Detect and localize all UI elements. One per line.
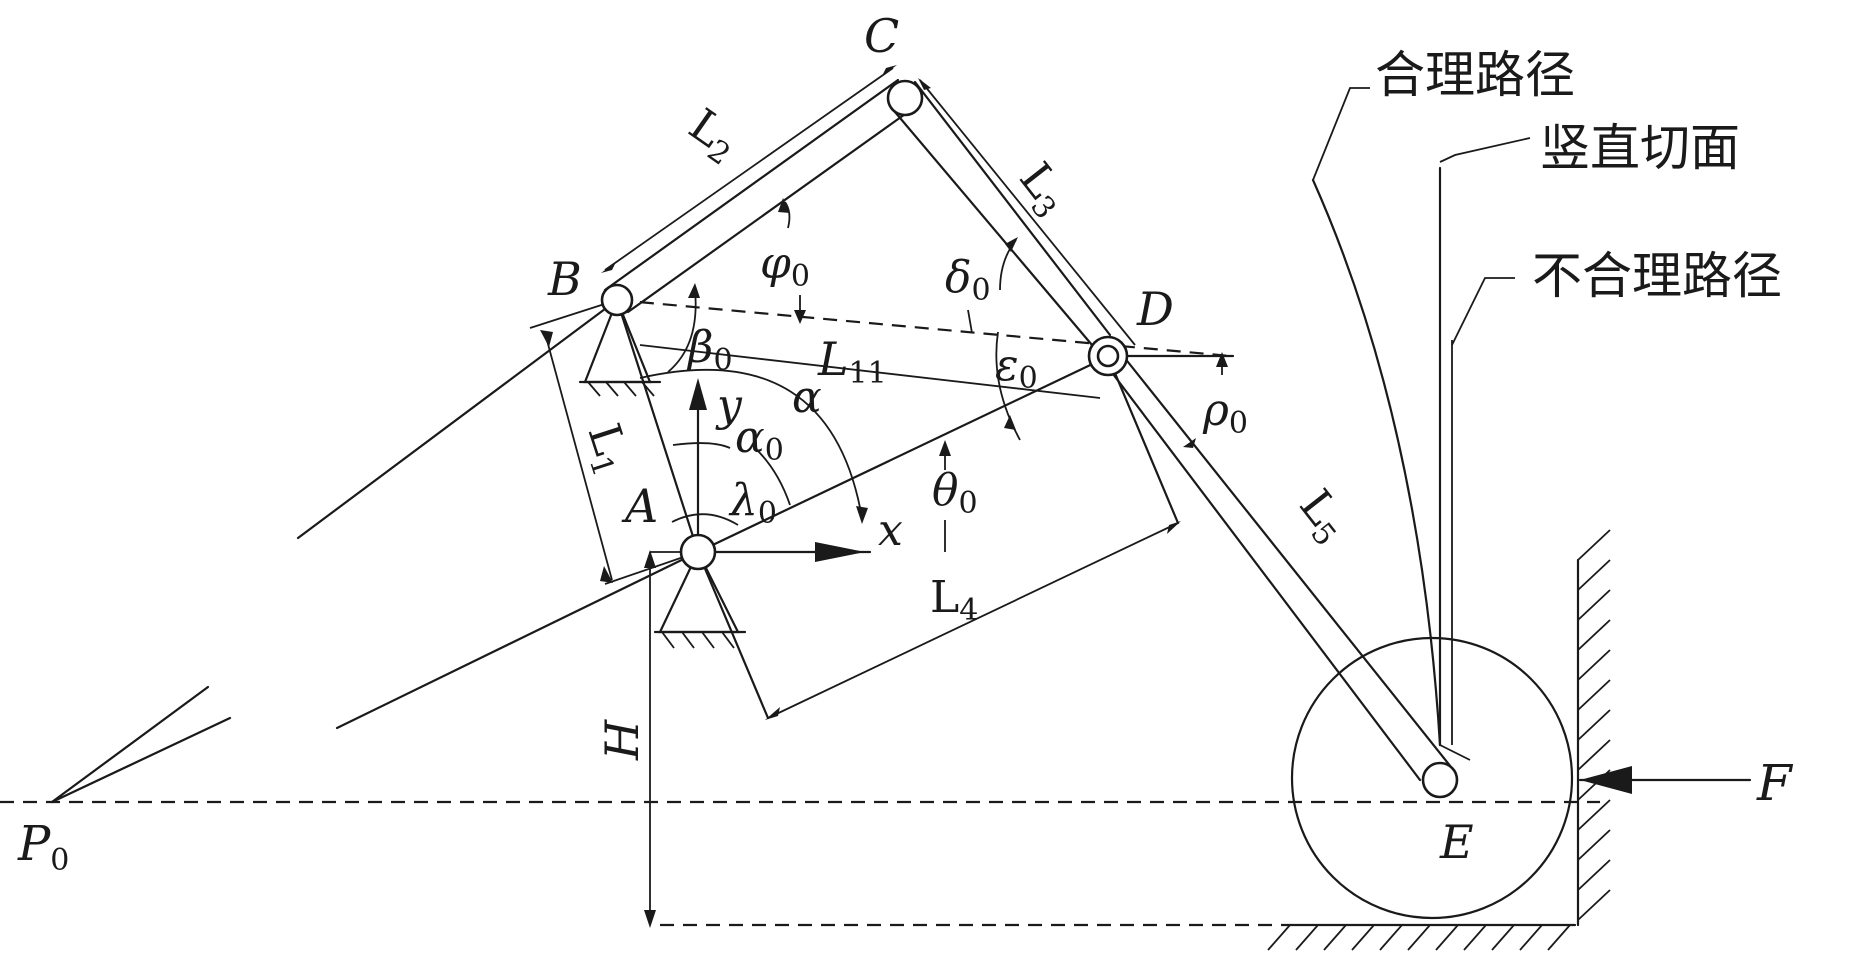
label-beta0: β0 <box>686 322 733 378</box>
arc-alpha-arrow <box>856 506 868 524</box>
dim-l4 <box>765 521 1181 720</box>
label-a: A <box>621 479 658 533</box>
joint-b <box>600 283 634 317</box>
joint-a <box>679 533 717 571</box>
dim-h <box>644 550 700 928</box>
force-f <box>1578 766 1752 794</box>
label-alpha0: α0 <box>735 412 784 468</box>
label-b: B <box>547 252 582 306</box>
a-offset-line <box>696 550 770 720</box>
label-e: E <box>1439 815 1474 869</box>
wall-right <box>1576 529 1611 927</box>
arc-beta0 <box>667 289 697 373</box>
label-d: D <box>1136 282 1174 336</box>
link-l5 <box>1108 350 1457 782</box>
annotation-vertical-section: 竖直切面 <box>1540 119 1740 177</box>
link-l11 <box>639 344 1101 399</box>
arc-alpha0-2 <box>754 447 791 506</box>
dim-l2 <box>601 65 897 273</box>
annotation-leaders <box>1312 87 1531 346</box>
label-alpha: α <box>792 372 822 423</box>
label-l2: L2 <box>677 99 749 173</box>
dim-rho0 <box>1118 352 1235 448</box>
arc-epsilon0-arrow <box>1004 415 1016 430</box>
link-l3 <box>893 80 1112 347</box>
dim-l3 <box>918 78 1136 346</box>
label-axis-y: y <box>715 380 743 431</box>
ground-bottom <box>1267 923 1577 951</box>
arc-delta0-arrow <box>1005 237 1018 252</box>
label-h: H <box>595 719 649 761</box>
label-delta0: δ0 <box>945 252 991 308</box>
p0-rays <box>50 298 700 804</box>
arc-beta0-arrow <box>688 283 700 298</box>
label-theta0: θ0 <box>932 465 978 521</box>
d-offset-line <box>1110 364 1180 525</box>
joint-e <box>1421 761 1459 799</box>
label-l11: L11 <box>817 332 887 391</box>
label-p0: P0 <box>17 816 69 878</box>
arc-lambda0 <box>671 513 739 526</box>
support-a <box>653 549 747 649</box>
coordinate-axes <box>689 378 872 562</box>
annotation-unreasonable-path: 不合理路径 <box>1532 247 1782 305</box>
delta0-tick <box>967 309 973 334</box>
theta0-arrow <box>939 440 951 456</box>
label-c: C <box>864 9 899 63</box>
label-epsilon0: ε0 <box>995 340 1038 396</box>
joint-c <box>886 79 924 117</box>
arc-alpha <box>639 369 863 519</box>
wheel <box>1290 636 1574 920</box>
link-l2 <box>603 78 910 314</box>
bd-dashed <box>616 298 1231 358</box>
label-force-f: F <box>1756 754 1794 812</box>
label-axis-x: x <box>878 505 903 556</box>
arc-alpha0 <box>672 442 731 449</box>
label-l5: L5 <box>1285 480 1359 553</box>
label-lambda0: λ0 <box>728 475 777 531</box>
annotation-reasonable-path: 合理路径 <box>1375 46 1575 104</box>
path-curves <box>1311 166 1471 761</box>
label-phi0: φ0 <box>760 238 810 294</box>
support-b <box>578 297 662 397</box>
link-l1 <box>615 298 700 554</box>
label-rho0: ρ0 <box>1202 385 1248 441</box>
arc-phi0 <box>784 201 791 229</box>
arc-phi0-arrow <box>778 198 790 213</box>
phi0-tick-arrow <box>794 310 806 324</box>
joint-d-inner <box>1096 344 1120 368</box>
label-l4: L4 <box>930 572 978 628</box>
